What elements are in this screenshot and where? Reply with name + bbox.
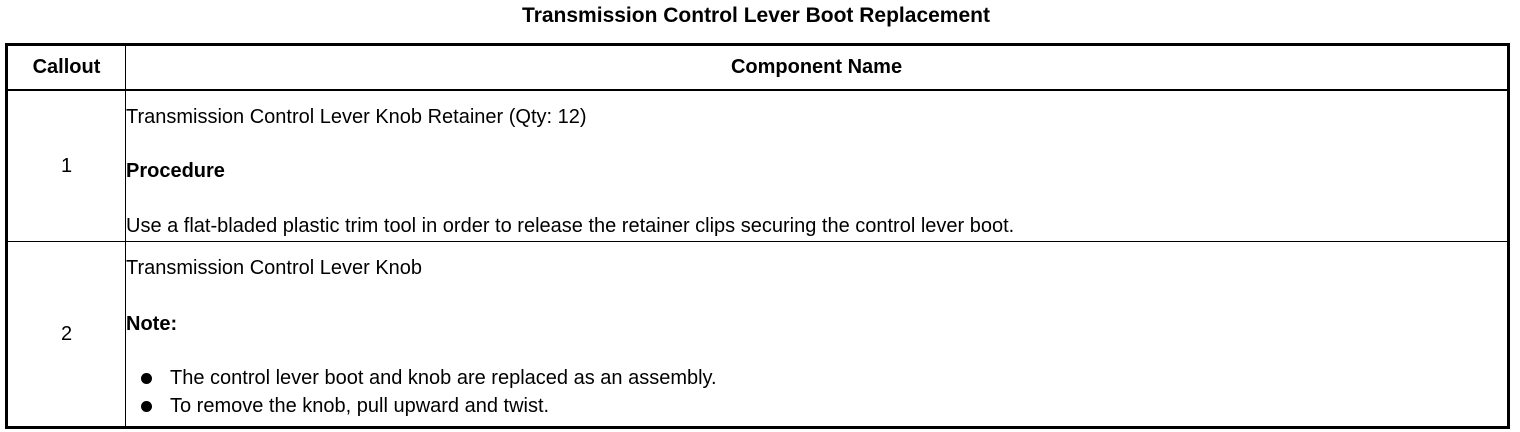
component-cell: Transmission Control Lever Knob Note: Th… xyxy=(125,241,1509,428)
component-name: Transmission Control Lever Knob xyxy=(126,257,423,279)
document-title: Transmission Control Lever Boot Replacem… xyxy=(522,4,990,27)
list-item: To remove the knob, pull upward and twis… xyxy=(126,394,1507,418)
callout-number: 1 xyxy=(6,89,126,242)
table-row: 1 Transmission Control Lever Knob Retain… xyxy=(6,89,1509,242)
procedure-text: Use a flat-bladed plastic trim tool in o… xyxy=(126,214,1015,237)
component-cell: Transmission Control Lever Knob Retainer… xyxy=(125,89,1509,242)
callout-number: 2 xyxy=(6,241,126,428)
section-heading: Note: xyxy=(126,313,178,335)
bullet-icon xyxy=(141,373,152,384)
table-header-row: Callout Component Name xyxy=(6,44,1509,91)
list-item: The control lever boot and knob are repl… xyxy=(126,366,1507,390)
note-list: The control lever boot and knob are repl… xyxy=(126,366,1507,418)
section-heading: Procedure xyxy=(126,159,225,182)
callout-column-header: Callout xyxy=(6,44,126,91)
component-table: Callout Component Name 1 Transmission Co… xyxy=(5,43,1510,429)
table-row: 2 Transmission Control Lever Knob Note: … xyxy=(6,241,1509,428)
bullet-icon xyxy=(141,401,152,412)
component-column-header: Component Name xyxy=(125,44,1509,91)
note-text: The control lever boot and knob are repl… xyxy=(170,367,717,389)
note-text: To remove the knob, pull upward and twis… xyxy=(170,395,550,417)
component-name: Transmission Control Lever Knob Retainer… xyxy=(126,105,587,128)
